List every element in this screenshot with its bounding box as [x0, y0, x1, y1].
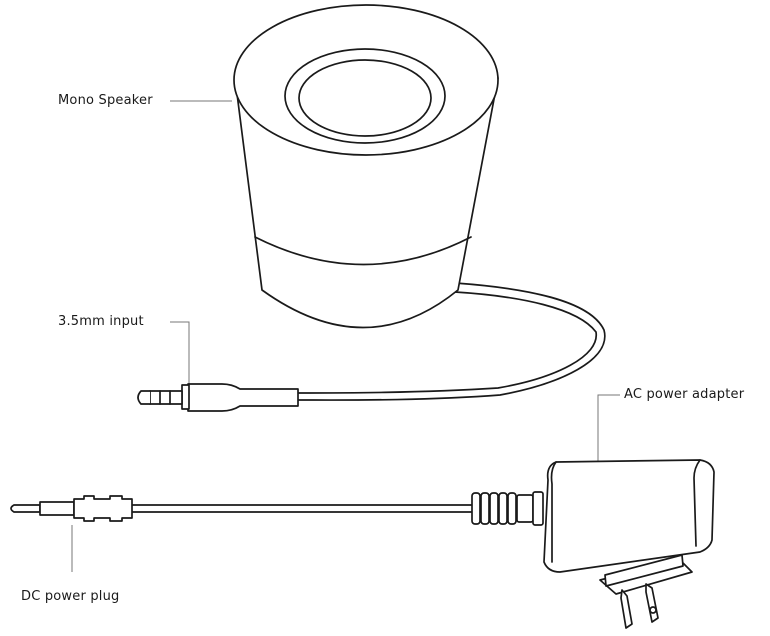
mono-speaker: [234, 5, 498, 328]
adapter-cable: [132, 505, 475, 512]
label-mono-speaker: Mono Speaker: [58, 93, 153, 108]
dc-power-plug: [11, 496, 132, 521]
label-3-5mm-input: 3.5mm input: [58, 314, 144, 329]
audio-jack-plug: [138, 384, 298, 411]
label-dc-power-plug: DC power plug: [21, 589, 120, 604]
strain-relief: [472, 492, 543, 525]
label-ac-power-adapter: AC power adapter: [624, 387, 744, 402]
ac-power-adapter: [544, 460, 714, 628]
